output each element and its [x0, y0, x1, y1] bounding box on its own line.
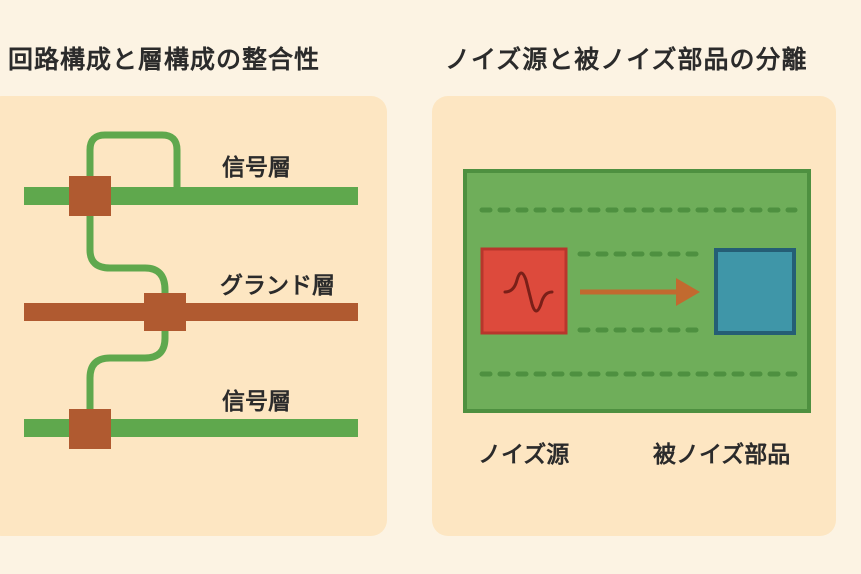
ground-layer — [24, 303, 358, 321]
victim-label: 被ノイズ部品 — [653, 442, 791, 468]
via-pad-top — [69, 176, 111, 216]
victim-component — [714, 248, 796, 335]
via-pad-bottom — [69, 409, 111, 449]
noise-source-component — [480, 247, 568, 335]
right-panel-title: ノイズ源と被ノイズ部品の分離 — [445, 45, 808, 74]
noise-arrow-head — [676, 278, 700, 306]
layer-label-ground: グランド層 — [220, 273, 335, 299]
layer-label-signal-bottom: 信号層 — [222, 389, 291, 415]
waveform-icon — [503, 271, 554, 313]
noise-source-label: ノイズ源 — [478, 442, 570, 468]
left-panel-title: 回路構成と層構成の整合性 — [8, 45, 321, 74]
layer-label-signal-top: 信号層 — [222, 155, 291, 181]
via-pad-ground — [144, 293, 186, 331]
